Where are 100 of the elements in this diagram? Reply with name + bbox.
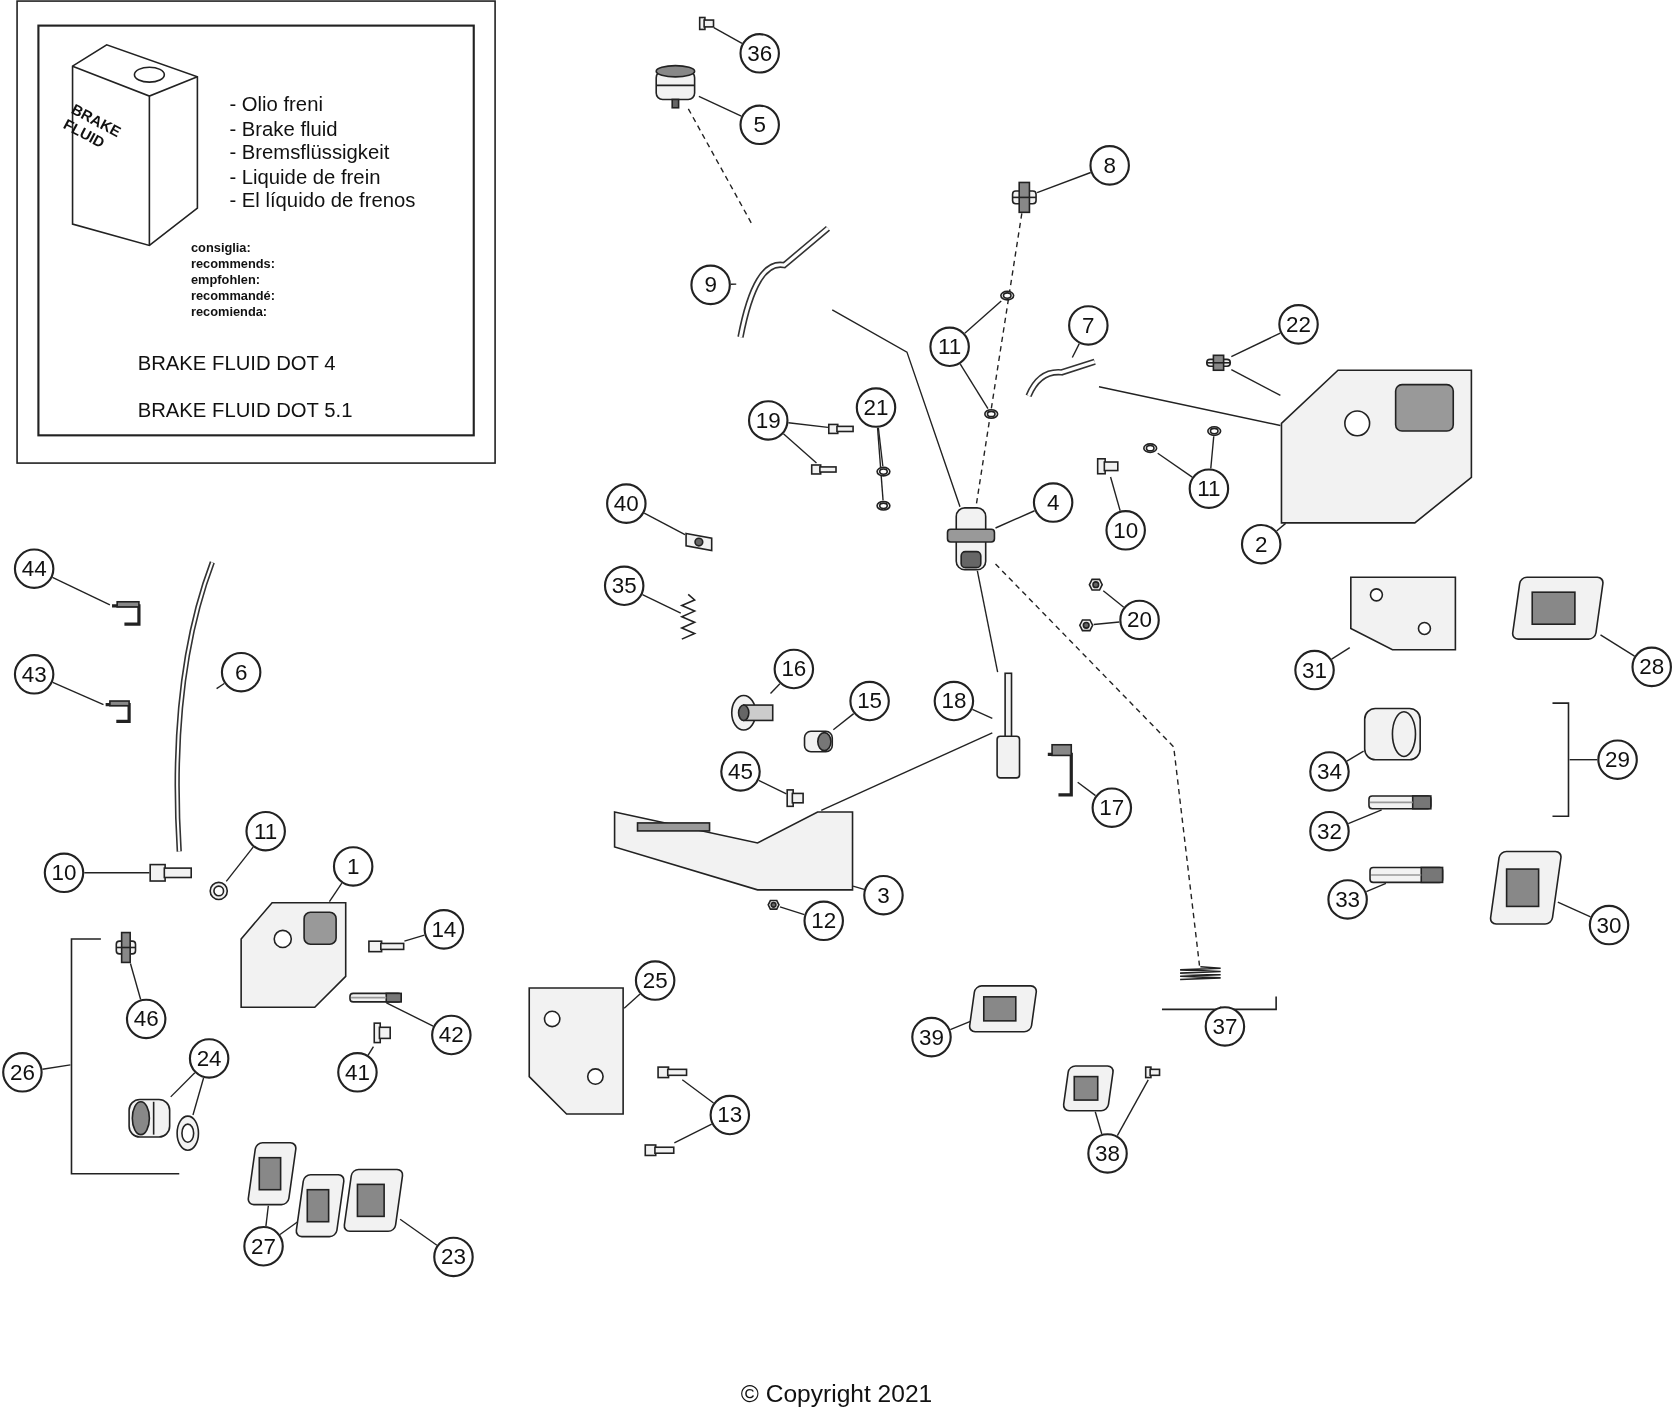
callout-number: 40 [606, 483, 647, 524]
leader-line [1102, 590, 1125, 608]
connection-line [1230, 368, 1282, 397]
spring-drawing [680, 593, 696, 641]
pads-drawing [1064, 1064, 1112, 1112]
callout-number: 38 [1087, 1133, 1128, 1174]
leader-line [641, 593, 682, 614]
connection-line [831, 309, 961, 508]
washer-drawing [176, 1115, 200, 1152]
callout-number: 41 [337, 1052, 378, 1093]
callout-number: 4 [1032, 482, 1074, 523]
washer-drawing [209, 881, 229, 901]
callout-number: 20 [1119, 599, 1160, 641]
pads-drawing [298, 1173, 342, 1238]
leader-line [1346, 750, 1365, 762]
leader-line [1210, 435, 1215, 470]
bolt-drawing [657, 1064, 688, 1080]
leader-line [1365, 882, 1387, 893]
bolt-drawing [1096, 455, 1119, 477]
callout-number: 35 [603, 565, 645, 607]
leader-line [129, 962, 142, 1001]
washer-drawing [876, 500, 891, 512]
callout-number: 42 [431, 1014, 472, 1056]
callout-number: 13 [709, 1094, 751, 1136]
callout-number: 39 [911, 1016, 952, 1058]
bracket [1552, 702, 1570, 818]
callout-number: 32 [1309, 810, 1350, 852]
callout-number: 34 [1309, 751, 1350, 792]
bolt-drawing [149, 861, 193, 885]
washer-drawing [1142, 442, 1158, 454]
callout-number: 12 [803, 900, 844, 942]
pivot-drawing [730, 693, 774, 732]
leader-line [698, 95, 743, 117]
fitting-drawing [1205, 354, 1232, 372]
callout-number: 18 [933, 680, 975, 722]
leader-line [367, 1045, 375, 1056]
panel-text: recommends: [191, 256, 275, 271]
leader-line [51, 576, 111, 606]
leader-line [673, 1123, 713, 1144]
panel-text: - Liquide de frein [229, 164, 381, 189]
leader-line [1230, 332, 1281, 358]
leader-line [1116, 1079, 1149, 1137]
panel-text: - Olio freni [229, 92, 323, 117]
callout-number: 31 [1294, 649, 1335, 691]
pin-drawing [1367, 794, 1432, 810]
leader-line [964, 300, 1002, 334]
callout-number: 27 [243, 1226, 284, 1267]
callout-number: 19 [747, 400, 789, 441]
callout-number: 30 [1588, 904, 1630, 946]
leader-line [779, 906, 806, 916]
leader-line [730, 283, 737, 285]
plate-drawing [685, 532, 713, 552]
fitting-drawing [115, 931, 137, 964]
pedal-drawing [613, 810, 854, 891]
leader-line [225, 846, 254, 883]
bolt-drawing [828, 422, 854, 436]
cylinder-drawing [946, 506, 996, 571]
leader-line [876, 427, 884, 502]
nut-drawing [1088, 578, 1104, 592]
callout-number: 15 [849, 680, 890, 722]
callout-number: 26 [2, 1052, 43, 1093]
callout-number: 24 [188, 1038, 230, 1079]
leader-line [782, 433, 818, 464]
connection-line [1098, 386, 1282, 427]
leader-line [832, 712, 855, 731]
callout-number: 33 [1327, 879, 1368, 920]
callout-number: 14 [423, 909, 465, 950]
bolt-drawing [698, 14, 714, 32]
callout-number: 11 [1188, 468, 1230, 509]
callout-number: 11 [245, 810, 286, 852]
callout-number: 10 [1105, 510, 1146, 551]
leader-line [1557, 901, 1592, 918]
leader-line [52, 681, 105, 706]
leader-line [1094, 1111, 1103, 1135]
leader-line [758, 779, 788, 795]
pin-drawing [1368, 866, 1444, 884]
dashed-line [687, 108, 753, 225]
leader-line [787, 422, 829, 429]
leader-line [1330, 646, 1351, 660]
leader-line [1036, 171, 1092, 194]
leader-line [1347, 809, 1383, 825]
leader-line [385, 1002, 434, 1027]
callout-number: 36 [739, 33, 780, 74]
bracket [1161, 995, 1278, 1011]
nut-drawing [767, 899, 780, 911]
leader-line [403, 934, 426, 942]
leader-line [1109, 476, 1121, 512]
spring-drawing [1179, 965, 1222, 981]
bush-drawing [803, 728, 834, 755]
leader-line [1157, 452, 1193, 478]
callout-number: 7 [1068, 305, 1109, 346]
panel-text: - Brake fluid [229, 116, 338, 141]
leader-line [643, 512, 686, 536]
leader-line [959, 363, 989, 410]
bolt-drawing [786, 786, 804, 810]
bolt-drawing [368, 938, 405, 954]
leader-line [265, 1205, 269, 1227]
leader-line [170, 1072, 196, 1098]
leader-line [1076, 781, 1097, 797]
connection-line [820, 732, 993, 812]
